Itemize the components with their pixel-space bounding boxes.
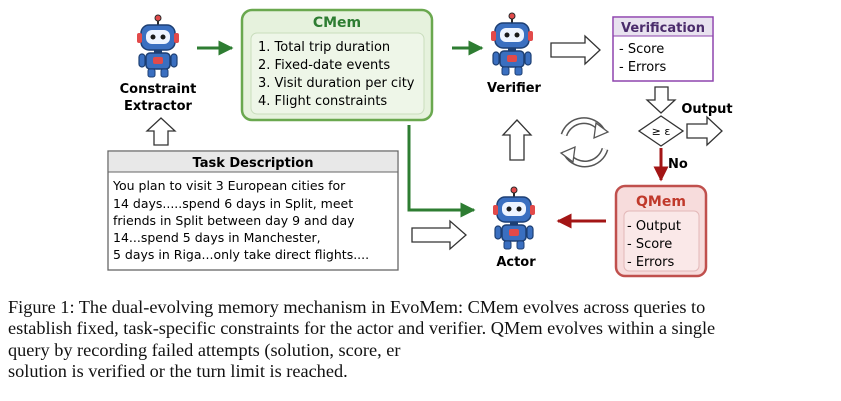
- check-to-output-arrow: [686, 115, 723, 147]
- cmem-item-2: 2. Fixed-date events: [258, 58, 390, 73]
- cmem-to-actor-arrow: [407, 125, 476, 218]
- caption-line-3: query by recording failed attempts (solu…: [8, 339, 401, 360]
- task-description-box: Task Description You plan to visit 3 Eur…: [107, 150, 399, 271]
- task-to-actor-arrow: [411, 219, 467, 251]
- verification-item-errors: - Errors: [619, 60, 667, 75]
- task-line-1: You plan to visit 3 European cities for: [112, 178, 346, 193]
- verifier-node: Verifier: [487, 12, 542, 96]
- verification-box: Verification - Score - Errors: [612, 16, 714, 82]
- threshold-check: ≥ ε: [637, 115, 685, 147]
- task-line-3: friends in Split between day 9 and day: [113, 213, 355, 228]
- task-to-extractor-arrow: [145, 117, 177, 146]
- figure-caption: Figure 1: The dual-evolving memory mecha…: [8, 297, 834, 383]
- cmem-title: CMem: [313, 15, 361, 31]
- verifier-to-verification-arrow: [550, 34, 601, 66]
- task-line-5: 5 days in Riga...only take direct flight…: [113, 247, 369, 262]
- caption-line-4: solution is verified or the turn limit i…: [8, 361, 348, 382]
- verifier-label: Verifier: [487, 81, 541, 96]
- cmem-item-3: 3. Visit duration per city: [258, 76, 415, 91]
- refresh-cycle-icon: [559, 117, 610, 168]
- task-line-2: 14 days.....spend 6 days in Split, meet: [113, 196, 353, 211]
- constraint-extractor-node: Constraint Extractor: [120, 14, 197, 114]
- no-label: No: [668, 157, 688, 172]
- actor-label: Actor: [496, 255, 536, 270]
- cmem-item-1: 1. Total trip duration: [258, 40, 390, 55]
- extractor-robot-icon: [136, 14, 180, 78]
- verifier-robot-icon: [490, 12, 534, 76]
- verification-to-check-arrow: [645, 86, 677, 114]
- caption-line-2: establish fixed, task-specific constrain…: [8, 318, 716, 339]
- qmem-title: QMem: [636, 194, 686, 210]
- verification-item-score: - Score: [619, 42, 664, 57]
- caption-fade-overlay: [455, 346, 841, 392]
- memory-diagram: Constraint Extractor CMem 1. Total trip …: [107, 8, 733, 278]
- qmem-item-score: - Score: [627, 237, 672, 252]
- actor-node: Actor: [492, 186, 536, 270]
- qmem-box: QMem - Output - Score - Errors: [614, 184, 708, 278]
- task-line-4: 14...spend 5 days in Manchester,: [113, 230, 321, 245]
- output-label: Output: [681, 102, 732, 117]
- cmem-box: CMem 1. Total trip duration 2. Fixed-dat…: [240, 8, 434, 122]
- cmem-item-4: 4. Flight constraints: [258, 94, 387, 109]
- extractor-label-line1: Constraint: [120, 82, 197, 97]
- qmem-item-errors: - Errors: [627, 255, 675, 270]
- qmem-item-output: - Output: [627, 219, 681, 234]
- actor-to-verifier-arrow: [501, 119, 533, 161]
- task-title: Task Description: [193, 156, 314, 171]
- actor-robot-icon: [492, 186, 536, 250]
- threshold-symbol: ≥ ε: [652, 125, 671, 138]
- extractor-label-line2: Extractor: [124, 99, 193, 114]
- caption-line-1: Figure 1: The dual-evolving memory mecha…: [8, 297, 706, 317]
- verification-title: Verification: [621, 21, 705, 36]
